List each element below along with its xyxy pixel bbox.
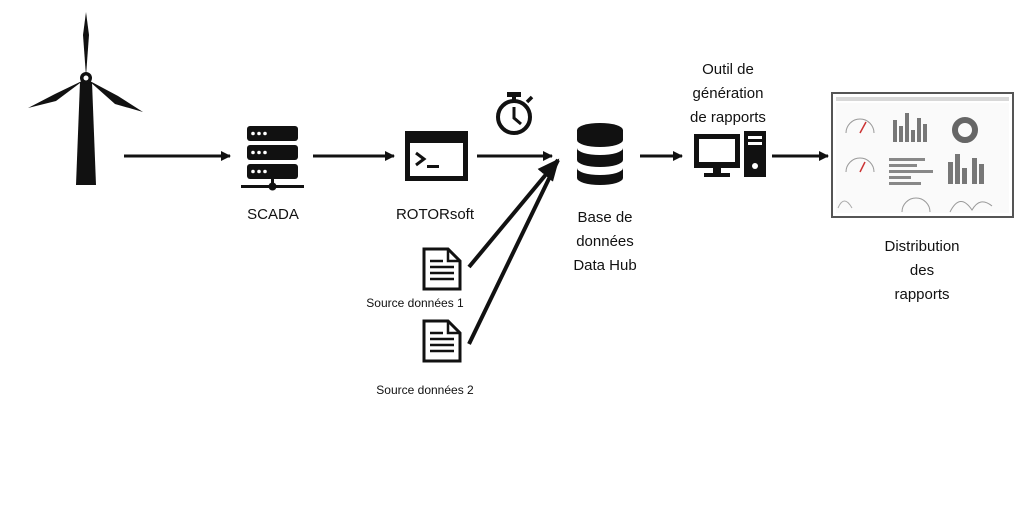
- wind-turbine-icon: [28, 12, 143, 185]
- scada-label: SCADA: [247, 206, 299, 223]
- database-label-line: données: [576, 233, 634, 250]
- report-tool-label-line: Outil de: [702, 61, 754, 78]
- database-icon: [577, 123, 623, 185]
- database-label-line: Base de: [577, 209, 633, 226]
- distribution-label-line: des: [909, 262, 935, 279]
- distribution-label-line: rapports: [894, 286, 950, 303]
- report-tool-label-line: génération: [692, 85, 764, 102]
- distribution-label: Distribution des rapports: [867, 235, 977, 307]
- dashboard-thumbnail: [831, 92, 1014, 218]
- report-tool-label-line: de rapports: [690, 109, 766, 126]
- source2-label: Source données 2: [376, 383, 474, 397]
- database-label-line: Data Hub: [573, 257, 637, 274]
- database-label: Base de données Data Hub: [555, 206, 655, 278]
- document-icon: [422, 247, 462, 291]
- edge-source1-database: [467, 158, 560, 269]
- edge-source2-database: [467, 159, 560, 345]
- rotorsoft-label: ROTORsoft: [395, 206, 475, 223]
- source1-label: Source données 1: [366, 296, 464, 310]
- stopwatch-icon: [496, 92, 534, 135]
- document-icon: [422, 319, 462, 363]
- report-tool-label: Outil de génération de rapports: [673, 58, 783, 130]
- terminal-window-icon: [405, 131, 468, 181]
- flow-arrows: [124, 151, 829, 345]
- distribution-label-line: Distribution: [884, 238, 960, 255]
- desktop-computer-icon: [694, 131, 766, 177]
- server-icon: [241, 126, 304, 191]
